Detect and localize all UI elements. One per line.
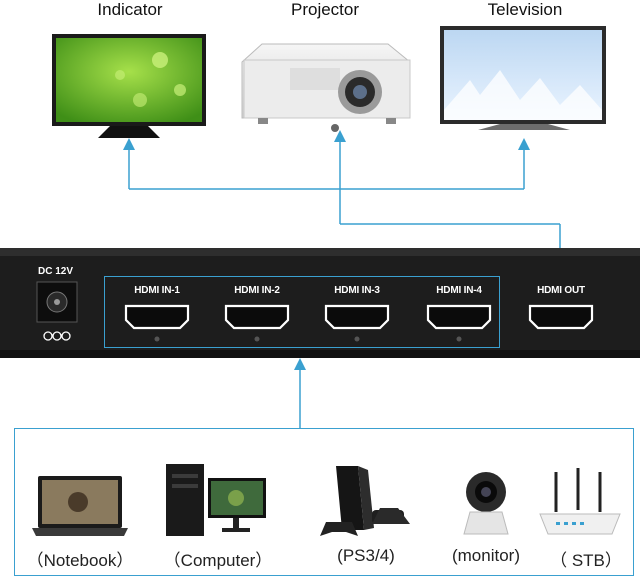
- security-camera-icon: [463, 472, 509, 535]
- dc-power-label: DC 12V: [38, 266, 74, 277]
- device-label-ps34: (PS3/4): [337, 546, 395, 565]
- dc-jack-icon: [36, 281, 78, 341]
- hdmi-in-2-label: HDMI IN-2: [234, 285, 280, 296]
- device-label-notebook: （Notebook）: [26, 551, 134, 570]
- inputs-frame: [104, 276, 500, 348]
- panel-top-edge: [0, 248, 640, 256]
- hdmi-switch-panel: [0, 248, 640, 358]
- panel-ports: [36, 281, 594, 342]
- output-label-television: Television: [487, 0, 563, 19]
- device-label-monitor: (monitor): [451, 546, 520, 565]
- television-icon: [440, 26, 606, 130]
- computer-icon: [166, 464, 266, 536]
- hdmi-out-label: HDMI OUT: [537, 285, 585, 296]
- device-label-stb: （ STB）: [550, 551, 622, 570]
- projector-icon: [241, 43, 411, 132]
- output-label-indicator: Indicator: [97, 0, 163, 19]
- hdmi-in-4-label: HDMI IN-4: [436, 285, 482, 296]
- device-label-computer: （Computer）: [163, 551, 273, 570]
- arrowheads: [123, 130, 530, 370]
- playstation-icon: [320, 466, 410, 536]
- router-icon: [539, 468, 621, 535]
- hdmi-port-icons: [124, 304, 594, 330]
- hdmi-in-3-label: HDMI IN-3: [334, 285, 380, 296]
- input-devices-box: [14, 428, 634, 576]
- output-label-projector: Projector: [290, 0, 360, 19]
- notebook-icon: [32, 476, 128, 536]
- panel-bottom-edge: [0, 350, 640, 358]
- hdmi-in-1-label: HDMI IN-1: [134, 285, 180, 296]
- indicator-monitor-icon: [52, 34, 206, 138]
